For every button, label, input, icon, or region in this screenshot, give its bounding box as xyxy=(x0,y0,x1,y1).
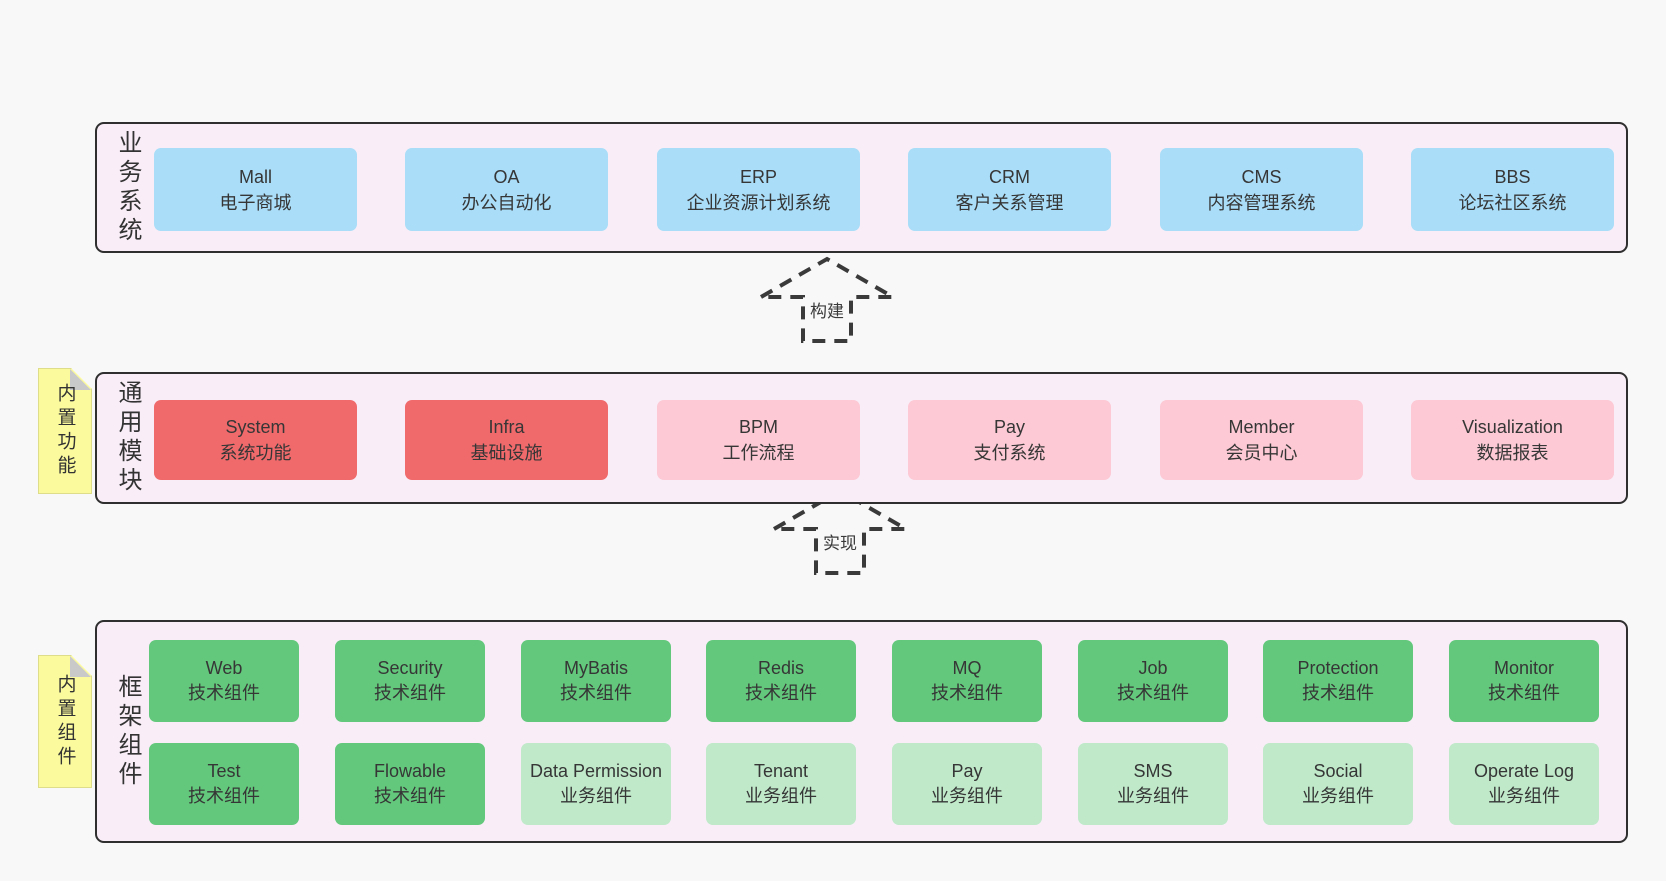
box-subtitle: 客户关系管理 xyxy=(955,192,1064,213)
box-security: Security 技术组件 xyxy=(335,640,485,722)
box-tenant: Tenant 业务组件 xyxy=(706,743,856,825)
box-subtitle: 工作流程 xyxy=(722,443,795,463)
box-title: Redis xyxy=(757,658,805,678)
box-operate-log: Operate Log 业务组件 xyxy=(1449,743,1599,825)
box-title: MQ xyxy=(952,658,982,678)
arrow-implement-label: 实现 xyxy=(819,528,861,555)
box-job: Job 技术组件 xyxy=(1078,640,1228,722)
box-subtitle: 技术组件 xyxy=(374,786,446,806)
box-subtitle: 技术组件 xyxy=(374,683,446,703)
box-title: Web xyxy=(205,658,243,678)
box-subtitle: 技术组件 xyxy=(1117,683,1189,703)
box-title: ERP xyxy=(739,166,777,187)
layer-framework-components: 框架组件 Web 技术组件 Security 技术组件 MyBatis 技术组件… xyxy=(95,620,1628,843)
sticky-label: 内置功能 xyxy=(54,383,76,479)
box-subtitle: 业务组件 xyxy=(1302,786,1374,806)
box-title: Test xyxy=(207,761,241,781)
box-visualization: Visualization 数据报表 xyxy=(1411,400,1614,480)
box-title: CMS xyxy=(1241,166,1282,187)
box-subtitle: 基础设施 xyxy=(470,443,543,463)
layer-business-label: 业务系统 xyxy=(114,129,141,246)
box-title: Pay xyxy=(951,761,983,781)
box-erp: ERP 企业资源计划系统 xyxy=(657,148,860,231)
layer-framework-label: 框架组件 xyxy=(114,673,141,790)
box-crm: CRM 客户关系管理 xyxy=(908,148,1111,231)
box-mq: MQ 技术组件 xyxy=(892,640,1042,722)
box-title: Mall xyxy=(238,166,272,187)
box-subtitle: 技术组件 xyxy=(560,683,632,703)
box-subtitle: 数据报表 xyxy=(1476,443,1549,463)
box-subtitle: 企业资源计划系统 xyxy=(686,192,831,213)
box-title: Pay xyxy=(993,417,1026,437)
box-sms: SMS 业务组件 xyxy=(1078,743,1228,825)
box-subtitle: 办公自动化 xyxy=(461,192,552,213)
box-subtitle: 支付系统 xyxy=(973,443,1046,463)
box-cms: CMS 内容管理系统 xyxy=(1160,148,1363,231)
box-infra: Infra 基础设施 xyxy=(405,400,608,480)
layer-modules-label: 通用模块 xyxy=(114,380,141,496)
box-subtitle: 论坛社区系统 xyxy=(1458,192,1567,213)
sticky-note-built-in-components: 内置组件 xyxy=(38,655,92,788)
box-subtitle: 内容管理系统 xyxy=(1207,192,1316,213)
box-subtitle: 业务组件 xyxy=(745,786,817,806)
box-subtitle: 系统功能 xyxy=(219,443,292,463)
box-title: Operate Log xyxy=(1473,761,1575,781)
box-mybatis: MyBatis 技术组件 xyxy=(521,640,671,722)
box-subtitle: 业务组件 xyxy=(560,786,632,806)
box-bbs: BBS 论坛社区系统 xyxy=(1411,148,1614,231)
box-title: System xyxy=(225,417,286,437)
box-title: Flowable xyxy=(373,761,447,781)
layer-business-systems: 业务系统 Mall 电子商城 OA 办公自动化 ERP 企业资源计划系统 CRM… xyxy=(95,122,1628,253)
box-title: Member xyxy=(1228,417,1295,437)
box-flowable: Flowable 技术组件 xyxy=(335,743,485,825)
sticky-note-built-in-features: 内置功能 xyxy=(38,368,92,494)
box-test: Test 技术组件 xyxy=(149,743,299,825)
dashed-up-arrow-icon xyxy=(757,256,897,343)
box-title: Protection xyxy=(1297,658,1379,678)
box-protection: Protection 技术组件 xyxy=(1263,640,1413,722)
box-title: Monitor xyxy=(1493,658,1555,678)
sticky-label: 内置组件 xyxy=(54,673,76,770)
box-monitor: Monitor 技术组件 xyxy=(1449,640,1599,722)
box-subtitle: 技术组件 xyxy=(1488,683,1560,703)
box-title: BPM xyxy=(738,417,778,437)
box-pay-module: Pay 支付系统 xyxy=(908,400,1111,480)
box-title: CRM xyxy=(989,166,1030,187)
box-social: Social 业务组件 xyxy=(1263,743,1413,825)
box-web: Web 技术组件 xyxy=(149,640,299,722)
box-subtitle: 技术组件 xyxy=(188,683,260,703)
box-subtitle: 会员中心 xyxy=(1225,443,1298,463)
box-subtitle: 技术组件 xyxy=(931,683,1003,703)
layer-common-modules: 通用模块 System 系统功能 Infra 基础设施 BPM 工作流程 Pay… xyxy=(95,372,1628,504)
box-title: Infra xyxy=(488,417,525,437)
box-title: Tenant xyxy=(753,761,809,781)
box-member: Member 会员中心 xyxy=(1160,400,1363,480)
arrow-build: 构建 xyxy=(757,255,897,345)
box-title: SMS xyxy=(1133,761,1173,781)
box-redis: Redis 技术组件 xyxy=(706,640,856,722)
box-title: MyBatis xyxy=(563,658,628,678)
box-title: Social xyxy=(1313,761,1363,781)
box-subtitle: 业务组件 xyxy=(1117,786,1189,806)
box-subtitle: 电子商城 xyxy=(219,192,292,213)
box-pay-component: Pay 业务组件 xyxy=(892,743,1042,825)
box-title: Job xyxy=(1138,658,1168,678)
box-subtitle: 技术组件 xyxy=(188,786,260,806)
box-system: System 系统功能 xyxy=(154,400,357,480)
box-bpm: BPM 工作流程 xyxy=(657,400,860,480)
box-subtitle: 业务组件 xyxy=(1488,786,1560,806)
box-subtitle: 业务组件 xyxy=(931,786,1003,806)
arrow-build-label: 构建 xyxy=(806,296,848,323)
box-subtitle: 技术组件 xyxy=(1302,683,1374,703)
box-title: OA xyxy=(493,166,520,187)
box-mall: Mall 电子商城 xyxy=(154,148,357,231)
box-title: Data Permission xyxy=(529,761,663,781)
box-oa: OA 办公自动化 xyxy=(405,148,608,231)
box-title: BBS xyxy=(1494,166,1531,187)
box-data-permission: Data Permission 业务组件 xyxy=(521,743,671,825)
box-subtitle: 技术组件 xyxy=(745,683,817,703)
box-title: Visualization xyxy=(1462,417,1563,437)
box-title: Security xyxy=(377,658,443,678)
